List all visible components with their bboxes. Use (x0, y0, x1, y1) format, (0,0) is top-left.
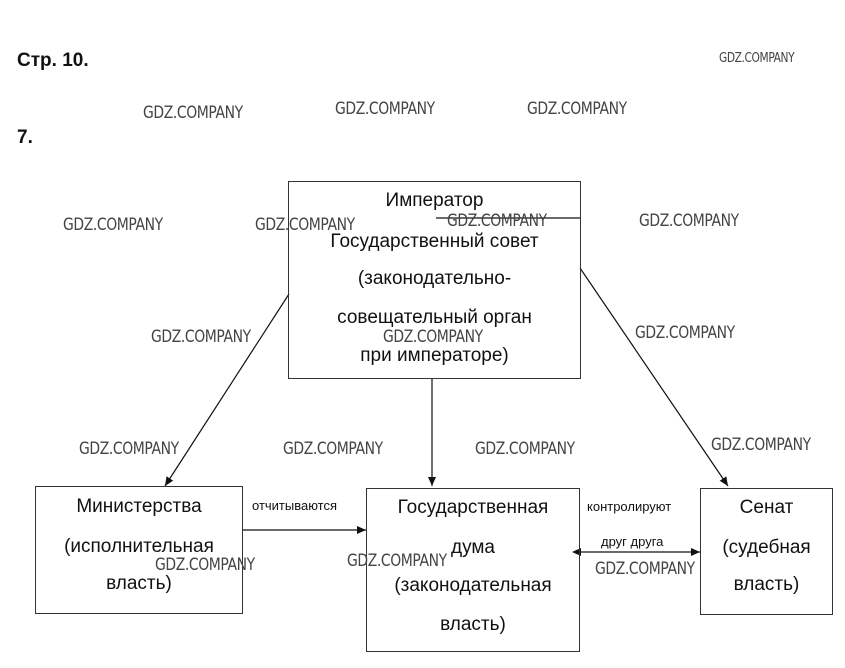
watermark: GDZ.COMPANY (719, 51, 795, 66)
ministries-line-3: власть) (106, 573, 172, 594)
watermark: GDZ.COMPANY (283, 439, 383, 459)
watermark: GDZ.COMPANY (347, 551, 447, 571)
watermark: GDZ.COMPANY (255, 215, 355, 235)
senate-line-2: (судебная (722, 537, 811, 558)
watermark: GDZ.COMPANY (151, 327, 251, 347)
senate-line-3: власть) (733, 574, 800, 595)
senate-box (700, 488, 833, 615)
watermark: GDZ.COMPANY (639, 211, 739, 231)
arrow-council-to-ministries (164, 293, 290, 487)
duma-box (366, 488, 580, 652)
watermark: GDZ.COMPANY (335, 99, 435, 119)
watermark: GDZ.COMPANY (595, 559, 695, 579)
watermark: GDZ.COMPANY (711, 435, 811, 455)
watermark: GDZ.COMPANY (79, 439, 179, 459)
council-line-4: при императоре) (360, 345, 509, 366)
duma-line-1: Государственная (397, 497, 549, 518)
watermark: GDZ.COMPANY (527, 99, 627, 119)
council-line-1: Государственный совет (330, 231, 539, 252)
edge-label-each-other: друг друга (601, 534, 664, 549)
arrow-council-to-senate (579, 267, 729, 487)
duma-line-3: (законодательная (394, 575, 552, 596)
watermark: GDZ.COMPANY (635, 323, 735, 343)
ministries-line-2: (исполнительная (64, 536, 214, 557)
task-number: 7. (17, 127, 33, 148)
watermark: GDZ.COMPANY (383, 327, 483, 347)
ministries-line-1: Министерства (76, 496, 202, 517)
duma-line-2: дума (450, 537, 495, 558)
edge-label-report: отчитываются (252, 498, 338, 513)
watermark: GDZ.COMPANY (143, 103, 243, 123)
duma-line-4: власть) (440, 614, 506, 635)
council-line-3: совещательный орган (337, 307, 532, 328)
emperor-council-box (288, 181, 581, 379)
watermark: GDZ.COMPANY (155, 555, 255, 575)
watermark: GDZ.COMPANY (63, 215, 163, 235)
emperor-title: Император (385, 190, 484, 211)
senate-line-1: Сенат (739, 497, 794, 518)
page-reference: Стр. 10. (17, 50, 89, 71)
watermark: GDZ.COMPANY (447, 211, 547, 231)
ministries-box (35, 486, 243, 614)
edge-label-control: контролируют (587, 499, 672, 514)
watermark: GDZ.COMPANY (475, 439, 575, 459)
council-line-2: (законодательно- (357, 268, 512, 289)
